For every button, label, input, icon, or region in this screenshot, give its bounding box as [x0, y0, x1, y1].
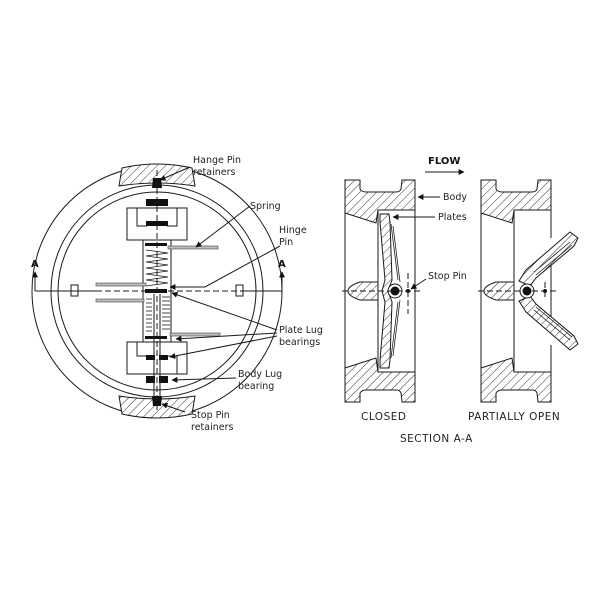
open-body-top: [480, 179, 552, 224]
leader-spring: [195, 205, 251, 248]
leader-plate-lug-3: [169, 335, 278, 359]
open-body-bottom: [480, 357, 552, 403]
open-plate-lower: [518, 295, 579, 351]
section-closed: FLOW Body Plates Stop Pin CLOSED: [342, 156, 467, 423]
front-view: A A Hange Pin retainers Spring Hinge Pin…: [31, 155, 323, 433]
closed-plate: [379, 213, 393, 369]
spring-bottom-cap: [145, 336, 167, 339]
open-plate-lower-spring: [533, 306, 573, 341]
bottom-plate-lug-bearing-right: [159, 355, 168, 360]
leader-stop-pin: [410, 278, 427, 290]
section-marker-right: A: [278, 259, 286, 270]
spring-upper-coils: [145, 249, 169, 287]
label-hinge-pin-1: Hinge: [279, 225, 307, 236]
spring-arm-left-lower: [95, 298, 145, 303]
leader-hinge-pin: [169, 245, 281, 290]
right-guide-square: [235, 284, 244, 297]
closed-body-bottom: [344, 357, 416, 403]
closed-hinge-pin: [390, 286, 400, 296]
label-body: Body: [443, 192, 467, 203]
bottom-body-lug-bearing-left: [146, 376, 155, 383]
label-hinge-pin-retainers-2: retainers: [193, 167, 235, 178]
top-lug-inner: [136, 208, 178, 227]
spring-arm-left-upper: [95, 282, 147, 287]
closed-body-top: [344, 179, 416, 224]
left-guide-square: [70, 284, 79, 297]
label-plate-lug-bearings-1: Plate Lug: [279, 325, 323, 336]
closed-plate-spring: [390, 223, 401, 359]
label-spring: Spring: [250, 201, 281, 212]
bottom-plate-lug-bearing-left: [146, 355, 155, 360]
leader-stop-pin-retainers: [161, 402, 186, 413]
label-stop-pin-retainers-2: retainers: [191, 422, 233, 433]
flow-label: FLOW: [428, 156, 460, 167]
leader-hinge-pin-retainers: [159, 166, 191, 181]
top-plate-lug-bearing: [146, 221, 168, 226]
section-marker-left: A: [31, 259, 39, 270]
label-hinge-pin-2: Pin: [279, 237, 293, 248]
spring-arm-lower: [169, 332, 221, 337]
label-body-lug-bearing-1: Body Lug: [238, 369, 282, 380]
spring-arm-upper: [167, 245, 219, 250]
caption-section-a-a: SECTION A-A: [400, 433, 473, 445]
bottom-body-lug-bearing-right: [159, 376, 168, 383]
caption-partially-open: PARTIALLY OPEN: [468, 411, 560, 423]
open-plate-upper: [518, 231, 579, 287]
spring-top-cap: [145, 243, 167, 246]
label-body-lug-bearing-2: bearing: [238, 381, 274, 392]
section-partially-open: PARTIALLY OPEN: [468, 179, 579, 423]
open-plate-upper-spring: [533, 241, 573, 276]
label-plate-lug-bearings-2: bearings: [279, 337, 320, 348]
caption-closed: CLOSED: [361, 411, 406, 423]
leader-body-lug: [171, 376, 237, 383]
spring-lower-coils: [146, 296, 170, 332]
label-stop-pin-retainers-1: Stop Pin: [191, 410, 230, 421]
leader-plate-lug-2: [175, 332, 278, 342]
leader-plate-lug-1: [171, 291, 278, 331]
label-hinge-pin-retainers-1: Hange Pin: [193, 155, 241, 166]
label-stop-pin: Stop Pin: [428, 271, 467, 282]
label-plates: Plates: [438, 212, 467, 223]
